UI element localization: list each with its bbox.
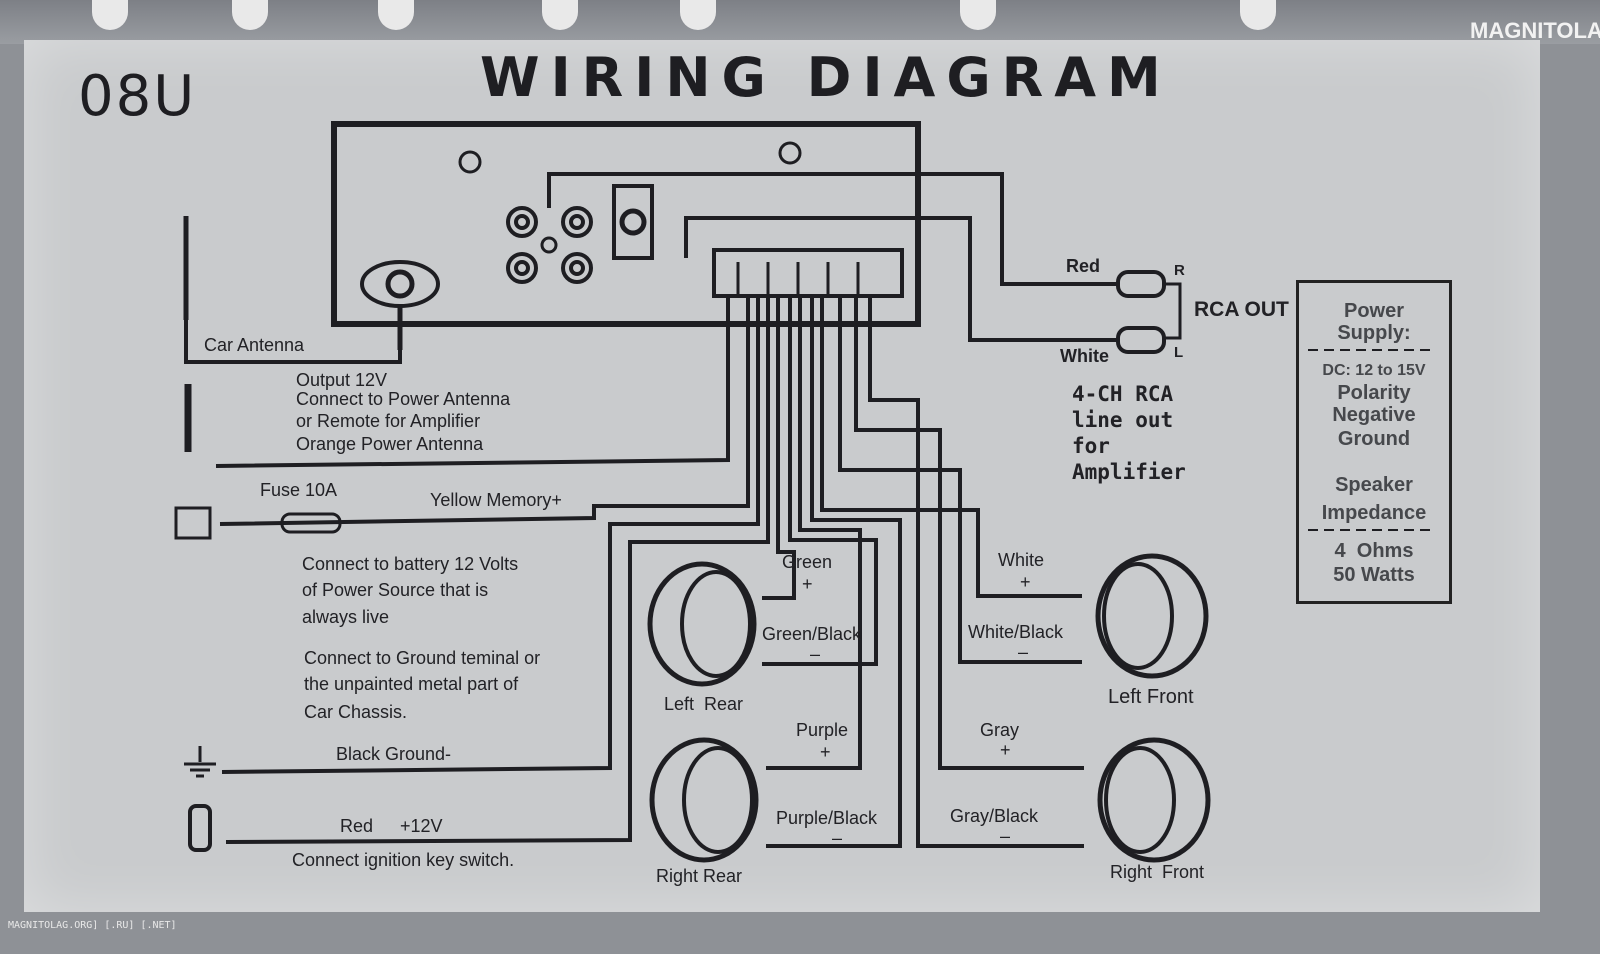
rca-l-label: L bbox=[1174, 344, 1184, 361]
vent-slot bbox=[1240, 0, 1276, 30]
footer-watermark: MAGNITOLAG.ORG] [.RU] [.NET] bbox=[8, 920, 177, 931]
speaker-left-rear-icon bbox=[647, 561, 757, 687]
white-black-label: White/Black bbox=[968, 622, 1064, 642]
ground-symbol-icon bbox=[184, 746, 216, 778]
spec-box: Power Supply: DC: 12 to 15V Polarity Neg… bbox=[1296, 280, 1452, 604]
minus-sign: – bbox=[810, 644, 821, 664]
purple-label: Purple bbox=[796, 720, 849, 740]
antenna-socket-icon bbox=[360, 260, 440, 308]
spec-text: Supply: bbox=[1337, 322, 1411, 344]
battery-icon bbox=[174, 506, 212, 540]
ignition-key-icon bbox=[188, 804, 212, 852]
battery-note: Connect to battery 12 Volts bbox=[302, 554, 519, 574]
watermark: MAGNITOLA bbox=[1470, 18, 1600, 43]
gray-label: Gray bbox=[980, 720, 1020, 740]
rca-note: for bbox=[1072, 434, 1110, 458]
speaker-left-front-icon bbox=[1095, 553, 1209, 679]
plus-sign: + bbox=[802, 574, 813, 594]
minus-sign: – bbox=[1018, 642, 1029, 662]
rca-note: 4-CH RCA bbox=[1072, 382, 1174, 406]
vent-slot bbox=[378, 0, 414, 30]
rca-jacks-icon bbox=[506, 206, 593, 284]
vent-slot bbox=[542, 0, 578, 30]
rca-out-label: RCA OUT bbox=[1194, 298, 1289, 321]
spec-text: Speaker bbox=[1335, 474, 1413, 496]
output-label: Connect to Power Antenna bbox=[296, 389, 511, 409]
battery-note: of Power Source that is bbox=[302, 580, 489, 600]
spec-text: Polarity bbox=[1337, 382, 1411, 404]
gray-black-label: Gray/Black bbox=[950, 806, 1039, 826]
spec-text: Power bbox=[1343, 300, 1405, 322]
diagram-title: WIRING DIAGRAM bbox=[480, 46, 1172, 109]
plus12v-label: +12V bbox=[400, 816, 443, 836]
car-antenna-label: Car Antenna bbox=[204, 335, 305, 355]
rca-white-label: White bbox=[1060, 346, 1109, 366]
fuse-icon bbox=[280, 512, 342, 534]
fuse-holder-icon bbox=[612, 184, 654, 260]
spec-text: Negative bbox=[1332, 404, 1416, 426]
left-front-label: Left Front bbox=[1108, 686, 1194, 708]
fuse-label: Fuse 10A bbox=[260, 480, 338, 500]
right-rear-label: Right Rear bbox=[656, 866, 743, 886]
plus-sign: + bbox=[1020, 572, 1031, 592]
ignition-label: Connect ignition key switch. bbox=[292, 850, 515, 870]
red-wire-label: Red bbox=[340, 816, 374, 836]
vent-slot bbox=[960, 0, 996, 30]
head-unit bbox=[331, 121, 921, 327]
spec-text: Ground bbox=[1337, 428, 1411, 450]
speaker-right-rear-icon bbox=[649, 737, 759, 863]
output-label: Output 12V bbox=[296, 370, 388, 390]
screw-icon bbox=[458, 150, 482, 174]
spec-text: 4 Ohms bbox=[1334, 540, 1414, 562]
spec-text: 50 Watts bbox=[1333, 564, 1415, 586]
right-front-label: Right Front bbox=[1110, 862, 1205, 882]
minus-sign: – bbox=[1000, 826, 1011, 846]
white-label: White bbox=[998, 550, 1045, 570]
ground-note: Car Chassis. bbox=[304, 702, 408, 722]
vent-slot bbox=[680, 0, 716, 30]
plus-sign: + bbox=[820, 742, 831, 762]
battery-note: always live bbox=[302, 607, 390, 627]
yellow-wire-label: Yellow Memory+ bbox=[430, 490, 562, 510]
plus-sign: + bbox=[1000, 740, 1011, 760]
speaker-right-front-icon bbox=[1097, 737, 1211, 863]
rca-red-label: Red bbox=[1066, 256, 1101, 276]
ground-note: Connect to Ground teminal or bbox=[304, 648, 541, 668]
output-label: Orange Power Antenna bbox=[296, 434, 484, 454]
iso-connector bbox=[712, 248, 904, 298]
left-rear-label: Left Rear bbox=[664, 694, 744, 714]
ground-note: the unpainted metal part of bbox=[304, 674, 519, 694]
rca-note: line out bbox=[1072, 408, 1174, 432]
screw-icon bbox=[778, 141, 802, 165]
black-ground-label: Black Ground- bbox=[336, 744, 452, 764]
minus-sign: – bbox=[832, 828, 843, 848]
spec-text: Impedance bbox=[1321, 502, 1427, 524]
rca-note: Amplifier bbox=[1072, 460, 1186, 484]
model-number: 08U bbox=[78, 64, 197, 129]
spec-text: DC: 12 to 15V bbox=[1322, 362, 1426, 379]
rca-plug-red bbox=[1116, 270, 1166, 298]
output-label: or Remote for Amplifier bbox=[296, 411, 481, 431]
green-label: Green bbox=[782, 552, 833, 572]
vent-slot bbox=[232, 0, 268, 30]
rca-r-label: R bbox=[1174, 262, 1185, 279]
rca-plug-white bbox=[1116, 326, 1166, 354]
green-black-label: Green/Black bbox=[762, 624, 862, 644]
purple-black-label: Purple/Black bbox=[776, 808, 878, 828]
vent-slot bbox=[92, 0, 128, 30]
